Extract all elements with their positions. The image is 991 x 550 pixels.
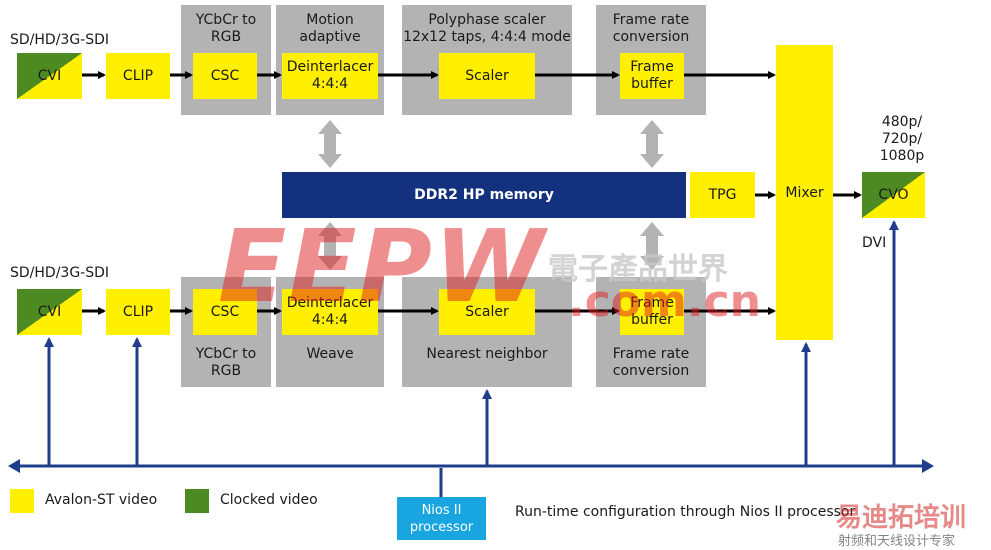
memory-link-deint-bottom <box>318 222 342 270</box>
scaler-block-bottom: Scaler <box>439 289 535 335</box>
scaler-block-top: Scaler <box>439 53 535 99</box>
clip-block-bottom: CLIP <box>106 289 170 335</box>
ddr2-memory-block: DDR2 HP memory <box>282 172 686 218</box>
dvi-label: DVI <box>862 235 887 251</box>
memory-link-deint-top <box>318 120 342 168</box>
cvi-label-bottom: CVI <box>37 304 62 320</box>
legend-swatch-avalon <box>10 489 34 513</box>
cvo-label: CVO <box>878 187 909 203</box>
cvi-block-top: CVI <box>17 53 82 99</box>
legend-swatch-clocked <box>185 489 209 513</box>
cvi-block-bottom: CVI <box>17 289 82 335</box>
legend-label-clocked: Clocked video <box>220 492 318 508</box>
cvi-label-top: CVI <box>37 68 62 84</box>
csc-block-top: CSC <box>193 53 257 99</box>
cvo-block: CVO <box>862 172 925 218</box>
scaler-footer-bottom: Nearest neighbor <box>426 346 548 362</box>
input-label-bottom: SD/HD/3G-SDI <box>10 265 110 281</box>
watermark-corner-sub: 射频和天线设计专家 <box>838 534 956 549</box>
watermark-eepw: EEPW <box>218 208 547 325</box>
clip-block-top: CLIP <box>106 53 170 99</box>
legend-label-avalon: Avalon-ST video <box>45 492 158 508</box>
memory-link-fb-bottom <box>640 222 664 270</box>
watermark-chinese: 電子產品世界 <box>548 252 728 287</box>
output-resolutions: 480p/720p/1080p <box>879 114 925 164</box>
watermark-domain: .com.cn <box>568 276 761 327</box>
memory-link-fb-top <box>640 120 664 168</box>
deinterlacer-footer-bottom: Weave <box>306 346 354 362</box>
tpg-block: TPG <box>690 172 755 218</box>
mixer-block: Mixer <box>776 45 833 340</box>
csc-block-bottom: CSC <box>193 289 257 335</box>
watermark-corner-cn: 易迪拓培训 <box>836 503 967 533</box>
runtime-config-note: Run-time configuration through Nios II p… <box>515 504 856 520</box>
input-label-top: SD/HD/3G-SDI <box>10 32 110 48</box>
